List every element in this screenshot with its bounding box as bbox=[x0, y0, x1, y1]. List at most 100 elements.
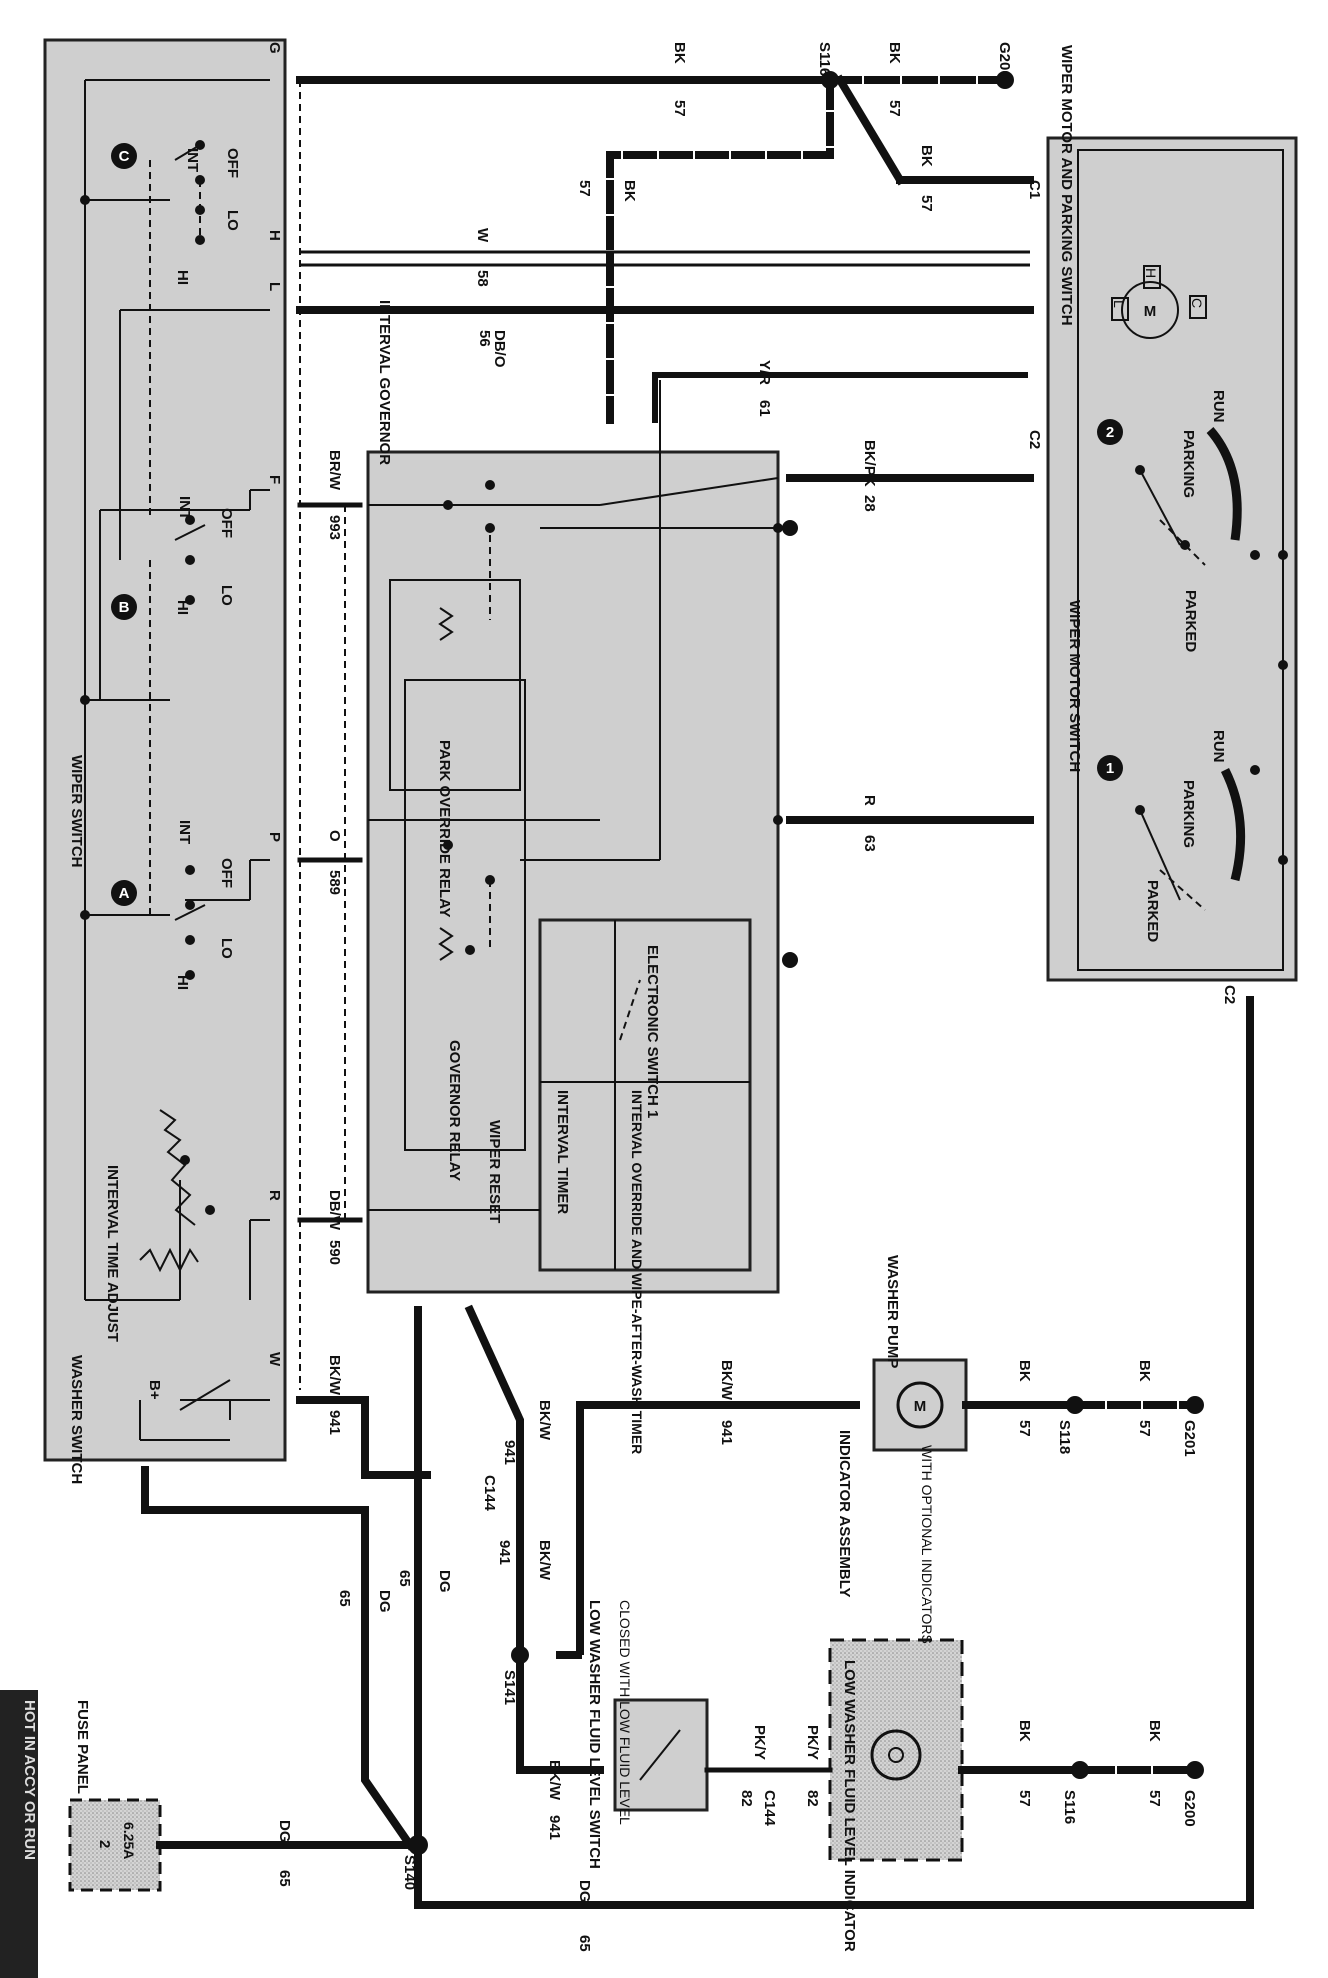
fuse-rating: 6.25A bbox=[121, 1822, 137, 1859]
wiper-motor-switch-title: WIPER MOTOR SWITCH bbox=[1066, 600, 1083, 772]
fluid-switch-contact-icon bbox=[639, 1729, 681, 1781]
svg-text:L: L bbox=[266, 282, 283, 291]
svg-text:OFF: OFF bbox=[218, 858, 235, 888]
svg-text:61: 61 bbox=[756, 400, 773, 417]
svg-text:57: 57 bbox=[1016, 1790, 1033, 1807]
washer-pump-title: WASHER PUMP bbox=[884, 1255, 901, 1368]
washer-pump-m: M bbox=[914, 1398, 927, 1415]
ground-g200-top bbox=[996, 71, 1014, 89]
motor-switch-section-2: 2 bbox=[1097, 419, 1123, 445]
low-washer-indicator-title: LOW WASHER FLUID LEVEL INDICATOR bbox=[841, 1660, 858, 1952]
svg-text:65: 65 bbox=[276, 1870, 293, 1887]
ground-dot-gov-1 bbox=[782, 520, 798, 536]
svg-text:S140: S140 bbox=[401, 1855, 418, 1890]
svg-text:28: 28 bbox=[861, 495, 878, 512]
svg-text:57: 57 bbox=[1016, 1420, 1033, 1437]
svg-text:HI: HI bbox=[174, 270, 191, 285]
pin-labels: G H L F P R W bbox=[266, 42, 283, 1367]
run-label-2: RUN bbox=[1210, 390, 1227, 423]
svg-text:C1: C1 bbox=[1026, 180, 1043, 199]
wiper-switch-section-c: C bbox=[111, 143, 137, 169]
splice-s140 bbox=[408, 1835, 428, 1855]
motor-h-label: H bbox=[1143, 268, 1159, 278]
svg-text:57: 57 bbox=[886, 100, 903, 117]
hot-label-bg bbox=[0, 1690, 38, 1978]
svg-text:2: 2 bbox=[1106, 424, 1114, 441]
motor-l-label: L bbox=[1111, 300, 1127, 308]
parking-label-1: PARKING bbox=[1180, 780, 1197, 848]
svg-text:PK/Y: PK/Y bbox=[751, 1725, 768, 1760]
svg-text:C144: C144 bbox=[481, 1475, 498, 1512]
timer-box bbox=[538, 918, 752, 1272]
wires bbox=[141, 74, 1254, 1909]
svg-text:C2: C2 bbox=[1026, 430, 1043, 449]
motor-switch-section-1: 1 bbox=[1097, 755, 1123, 781]
interval-timer-title: INTERVAL TIMER bbox=[554, 1090, 571, 1214]
svg-text:C: C bbox=[119, 148, 130, 165]
svg-text:57: 57 bbox=[1136, 1420, 1153, 1437]
electronic-switch-title: ELECTRONIC SWITCH 1 bbox=[644, 945, 661, 1118]
svg-text:W: W bbox=[474, 228, 491, 243]
svg-text:65: 65 bbox=[576, 1935, 593, 1952]
motor-c-label: C bbox=[1189, 298, 1205, 308]
interval-time-adjust-title: INTERVAL TIME ADJUST bbox=[104, 1165, 121, 1342]
svg-text:HI: HI bbox=[174, 975, 191, 990]
svg-text:57: 57 bbox=[671, 100, 688, 117]
svg-text:57: 57 bbox=[918, 195, 935, 212]
indicator-lamp-icon bbox=[870, 1729, 922, 1781]
svg-text:65: 65 bbox=[336, 1590, 353, 1607]
svg-text:INT: INT bbox=[176, 496, 193, 520]
svg-text:O: O bbox=[326, 830, 343, 842]
svg-text:S116: S116 bbox=[1061, 1790, 1078, 1824]
wiper-motor-internals: M L H C PARKING RUN PARKED PARKING RUN P… bbox=[1077, 149, 1288, 971]
svg-text:C2: C2 bbox=[1221, 985, 1238, 1004]
svg-text:LO: LO bbox=[224, 210, 241, 231]
svg-text:BK: BK bbox=[1136, 1360, 1153, 1382]
indicator-assembly-box bbox=[828, 1638, 964, 1862]
svg-text:G200: G200 bbox=[996, 42, 1013, 79]
svg-text:BK: BK bbox=[1016, 1360, 1033, 1382]
parking-label-2: PARKING bbox=[1180, 430, 1197, 498]
park-override-relay-title: PARK OVERRIDE RELAY bbox=[436, 740, 453, 918]
wiper-motor-box bbox=[1046, 136, 1298, 982]
svg-text:941: 941 bbox=[718, 1420, 735, 1445]
svg-text:DG: DG bbox=[276, 1820, 293, 1843]
circuit-labels: BK 57 BK 57 BK 57 BK 57 W 58 DB/O 56 Y/R… bbox=[276, 42, 1163, 1952]
svg-text:941: 941 bbox=[496, 1540, 513, 1565]
svg-text:A: A bbox=[119, 885, 130, 902]
switch-c-labels: INT OFF LO HI bbox=[174, 148, 241, 285]
svg-text:BK/W: BK/W bbox=[326, 1355, 343, 1396]
svg-text:S116: S116 bbox=[816, 42, 833, 76]
ground-dot-gov-2 bbox=[782, 952, 798, 968]
svg-text:DG: DG bbox=[376, 1590, 393, 1613]
ground-g200-bottom bbox=[1186, 1761, 1204, 1779]
low-fluid-switch-title: LOW WASHER FLUID LEVEL SWITCH bbox=[586, 1600, 603, 1869]
svg-text:65: 65 bbox=[396, 1570, 413, 1587]
svg-text:S141: S141 bbox=[501, 1670, 518, 1705]
fuse-panel-box bbox=[68, 1798, 162, 1892]
indicator-assembly-title: INDICATOR ASSEMBLY bbox=[836, 1430, 853, 1598]
svg-text:LO: LO bbox=[218, 585, 235, 606]
svg-text:W: W bbox=[266, 1352, 283, 1367]
interval-governor-internals bbox=[368, 380, 783, 1211]
svg-text:BK: BK bbox=[1146, 1720, 1163, 1742]
svg-text:H: H bbox=[266, 230, 283, 241]
svg-text:57: 57 bbox=[1146, 1790, 1163, 1807]
splice-s116-top bbox=[821, 71, 839, 89]
svg-text:82: 82 bbox=[738, 1790, 755, 1807]
svg-text:DB/W: DB/W bbox=[326, 1190, 343, 1231]
svg-text:BK: BK bbox=[918, 145, 935, 167]
svg-text:57: 57 bbox=[576, 180, 593, 197]
svg-text:BK/W: BK/W bbox=[546, 1760, 563, 1801]
parked-label-1: PARKED bbox=[1144, 880, 1161, 942]
svg-text:G200: G200 bbox=[1181, 1790, 1198, 1827]
svg-text:INT: INT bbox=[176, 820, 193, 844]
run-label-1: RUN bbox=[1210, 730, 1227, 763]
svg-text:B: B bbox=[119, 599, 130, 616]
motor-m-label: M bbox=[1144, 303, 1157, 320]
svg-text:C144: C144 bbox=[761, 1790, 778, 1827]
svg-text:LO: LO bbox=[218, 938, 235, 959]
svg-text:941: 941 bbox=[501, 1440, 518, 1465]
svg-text:941: 941 bbox=[546, 1815, 563, 1840]
